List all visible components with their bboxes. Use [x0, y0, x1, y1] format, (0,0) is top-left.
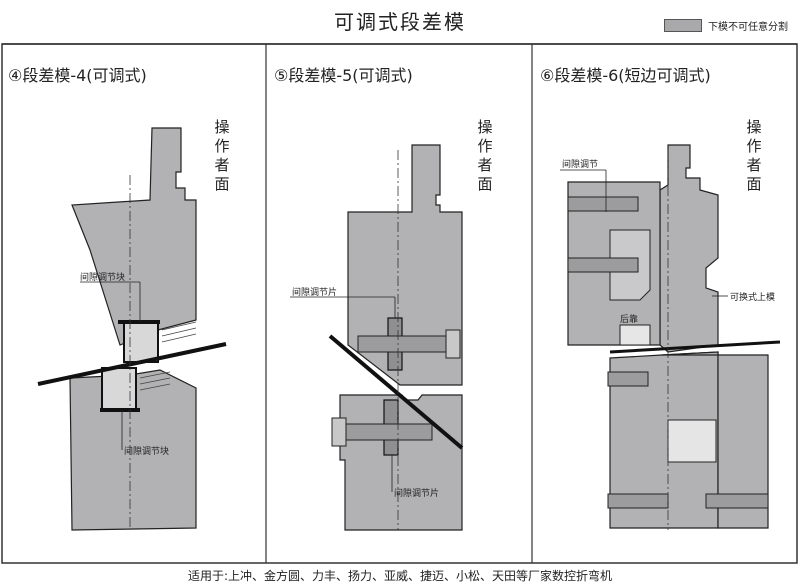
panel-6-label-upper-die: 可换式上模	[730, 293, 776, 303]
panel-6-title: ⑥段差模-6(短边可调式)	[540, 66, 711, 85]
panel-5-drawing	[290, 144, 464, 531]
back-gauge	[619, 324, 651, 346]
panel-5-title: ⑤段差模-5(可调式)	[274, 66, 413, 85]
legend-label: 下模不可任意分割	[708, 22, 788, 33]
panel-4-operator-label: 操作者面	[214, 118, 230, 193]
bolt-2	[567, 257, 639, 273]
lower-die	[339, 394, 463, 531]
sheet-metal	[609, 340, 781, 354]
replaceable-upper-die	[659, 144, 719, 353]
panel-5-label-lower: 间隙调节片	[394, 489, 440, 499]
panel-6-operator-label: 操作者面	[746, 118, 762, 193]
sheet-metal	[328, 334, 464, 450]
panel-6-label-gap: 间隙调节	[562, 160, 599, 170]
panel-4-title: ④段差模-4(可调式)	[8, 66, 147, 85]
upper-punch	[347, 144, 463, 386]
footer-note: 适用于:上冲、金方圆、力丰、扬力、亚威、捷迈、小松、天田等厂家数控折弯机	[187, 569, 613, 583]
bolt-lower	[339, 423, 433, 441]
bolt-upper	[357, 335, 455, 353]
bolt-1	[567, 196, 639, 212]
panel-4-label-upper: 间隙调节块	[80, 273, 126, 283]
panel-6-drawing	[560, 144, 781, 530]
panel-5-operator-label: 操作者面	[477, 118, 493, 193]
sheet-metal	[37, 342, 227, 386]
legend-swatch	[664, 19, 702, 32]
die-insert	[667, 419, 717, 463]
gap-block-upper	[123, 321, 159, 363]
panel-5-label-upper: 间隙调节片	[292, 288, 338, 298]
page-title: 可调式段差模	[334, 10, 466, 34]
upper-punch	[71, 127, 197, 346]
legend: 下模不可任意分割	[664, 18, 788, 33]
panel-6-label-backgauge: 后靠	[620, 315, 639, 325]
gap-block-lower	[101, 367, 137, 411]
panel-4-drawing	[37, 127, 227, 531]
panel-4-label-lower: 间隙调节块	[124, 447, 170, 457]
